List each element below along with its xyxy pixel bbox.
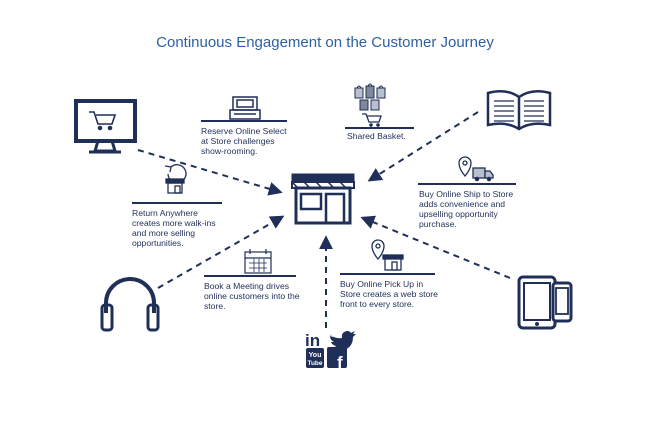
social-media-icons [305, 330, 356, 368]
youtube-bottom-text: Tube [307, 360, 322, 367]
linkedin-text: in [305, 331, 320, 350]
computer-cart-icon [74, 99, 137, 154]
facebook-icon [327, 347, 347, 368]
buy-online-ship-label: Buy Online Ship to Store adds convenienc… [419, 189, 514, 229]
open-book-icon [486, 89, 552, 131]
reserve-underline [201, 120, 287, 122]
facebook-text: f [337, 353, 343, 372]
location-store-icon [371, 239, 404, 271]
shared-underline [345, 127, 414, 129]
youtube-top-text: You [309, 352, 322, 359]
reserve-online-label: Reserve Online Select at Store challenge… [201, 126, 287, 156]
linkedin-icon [305, 330, 325, 346]
shopping-bags-icon [354, 83, 386, 127]
arrow-tablet-to-store [360, 215, 511, 279]
return-store-icon [164, 164, 187, 194]
return-anywhere-label: Return Anywhere creates more walk-ins an… [132, 208, 216, 248]
ship-underline [418, 183, 516, 185]
register-icon [229, 96, 261, 120]
headphones-icon [100, 277, 160, 332]
book-meeting-label: Book a Meeting drives online customers i… [204, 281, 300, 311]
twitter-icon [328, 331, 356, 352]
page-title: Continuous Engagement on the Customer Jo… [156, 34, 494, 51]
tablet-phone-icon [517, 275, 573, 330]
shared-basket-label: Shared Basket. [347, 131, 406, 141]
return-underline [132, 202, 222, 204]
location-truck-icon [458, 156, 494, 182]
buy-online-pickup-label: Buy Online Pick Up in Store creates a we… [340, 279, 438, 309]
pickup-underline [340, 273, 435, 275]
arrow-headphones-to-store [157, 215, 285, 289]
store-icon [291, 173, 355, 225]
book-underline [204, 275, 296, 277]
calendar-icon [244, 249, 272, 274]
youtube-icon [306, 348, 324, 368]
arrow-computer-to-store [137, 149, 283, 196]
